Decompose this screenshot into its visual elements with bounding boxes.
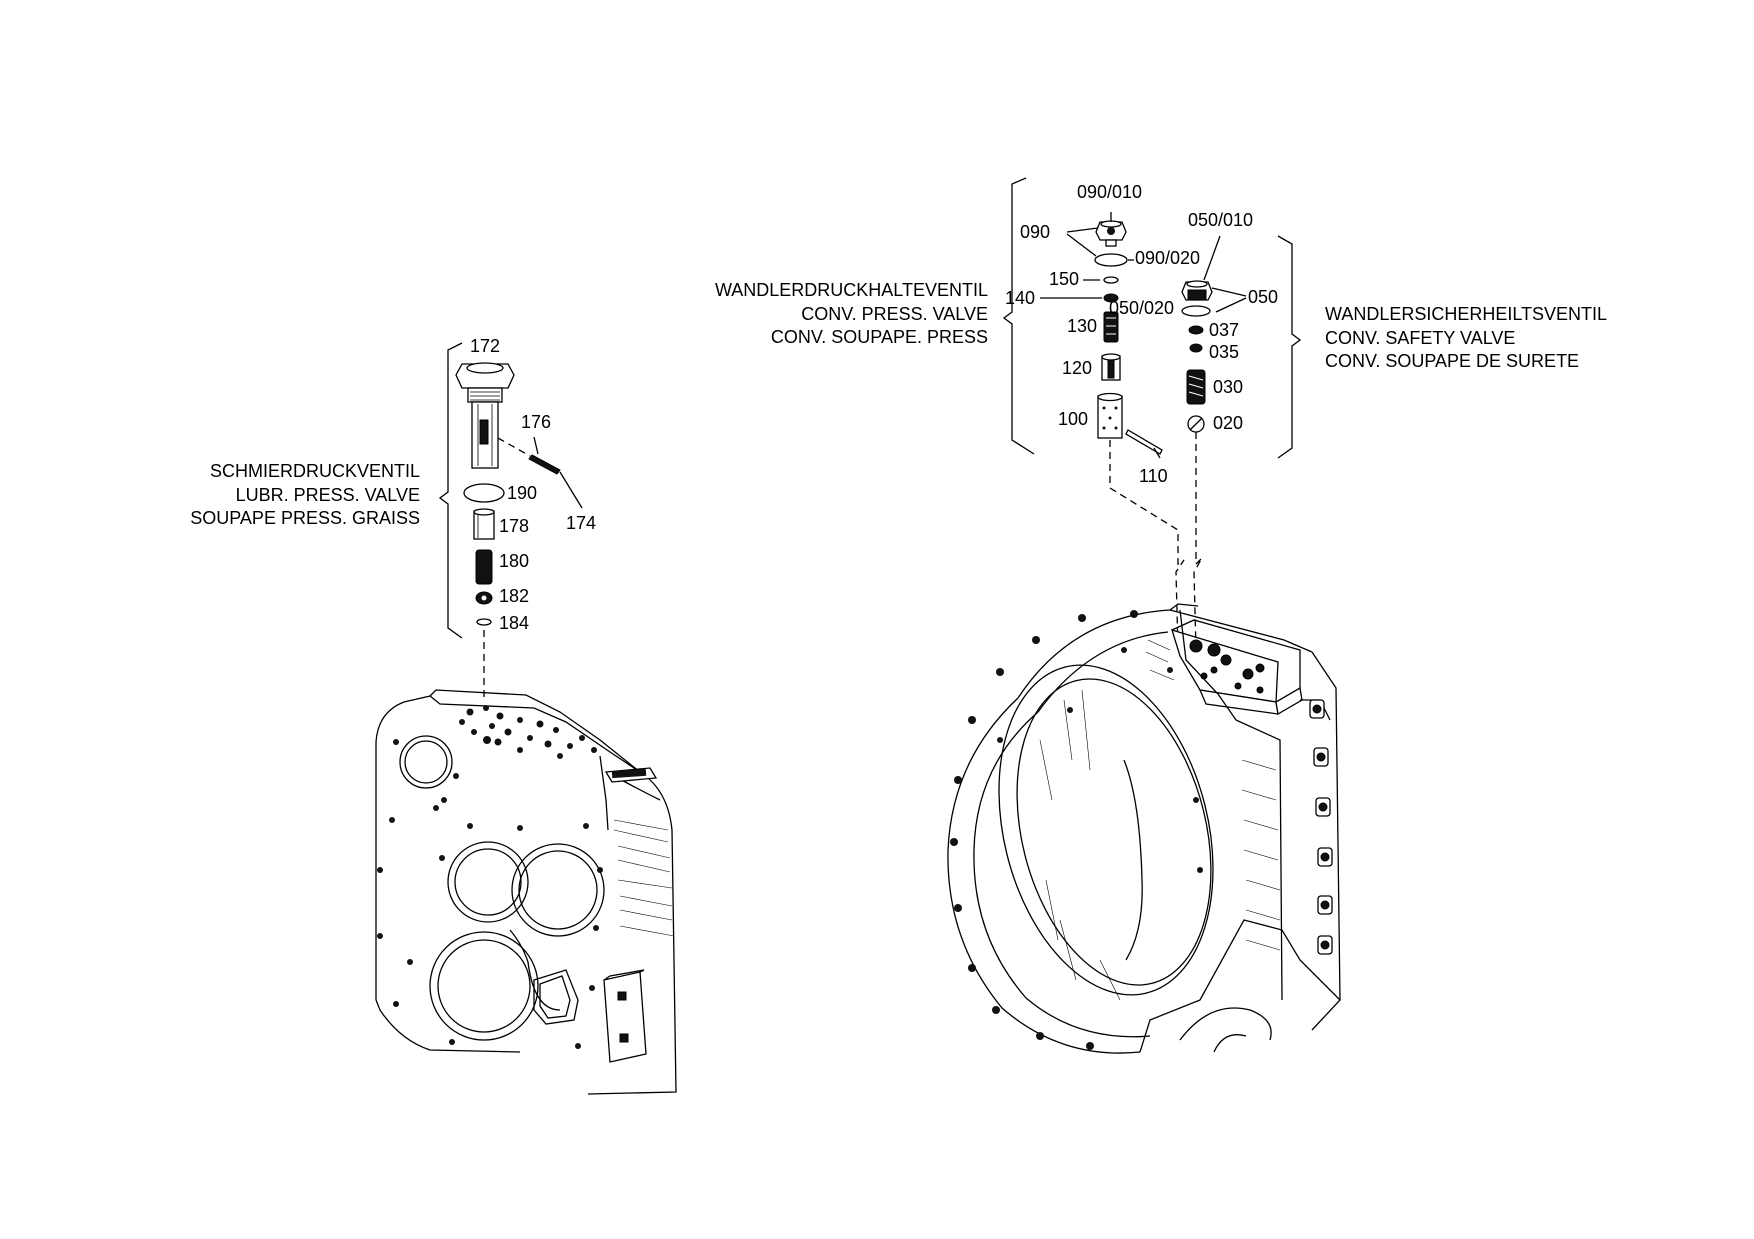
callout-184: 184 [499, 613, 530, 633]
conv-press-valve-bracket [1002, 177, 1035, 455]
part-050-020-o-ring [1181, 305, 1211, 317]
callout-037: 037 [1209, 320, 1240, 340]
callout-090: 090 [1020, 222, 1051, 242]
callout-110: 110 [1139, 466, 1168, 486]
part-182-nut [475, 591, 493, 605]
part-120-piston [1101, 353, 1121, 381]
callout-176: 176 [521, 412, 552, 432]
part-050-plug [1181, 235, 1247, 313]
conv-safety-valve-bracket [1277, 235, 1302, 459]
conv-safety-title-fr: CONV. SOUPAPE DE SURETE [1325, 351, 1580, 371]
lubr-valve-title: SCHMIERDRUCKVENTIL LUBR. PRESS. VALVE SO… [150, 460, 420, 531]
callout-130: 130 [1067, 316, 1098, 336]
part-178-piston [473, 508, 495, 540]
conv-safety-valve-title: WANDLERSICHERHEILTSVENTIL CONV. SAFETY V… [1325, 303, 1607, 374]
callout-172: 172 [470, 336, 501, 356]
conv-safety-title-de: WANDLERSICHERHEILTSVENTIL [1325, 304, 1608, 324]
part-110-pin [1125, 429, 1163, 459]
right-converter-housing [947, 603, 1341, 1054]
left-transmission-housing [375, 689, 677, 1095]
lubr-title-fr: SOUPAPE PRESS. GRAISS [190, 508, 420, 528]
callout-030: 030 [1213, 377, 1244, 397]
callout-174: 174 [566, 513, 597, 533]
conv-press-title-fr: CONV. SOUPAPE. PRESS [770, 327, 988, 347]
lubr-title-en: LUBR. PRESS. VALVE [235, 484, 420, 505]
callout-182: 182 [499, 586, 530, 606]
part-090-020-o-ring [1094, 253, 1134, 267]
part-184-ring [476, 618, 492, 626]
callout-178: 178 [499, 516, 530, 536]
callout-150: 150 [1049, 269, 1080, 289]
part-090-plug [1066, 212, 1127, 257]
part-020-ball [1187, 415, 1205, 433]
conv-press-title-en: CONV. PRESS. VALVE [801, 303, 988, 324]
callout-020: 020 [1213, 413, 1244, 433]
callout-190: 190 [507, 483, 538, 503]
callout-050-010: 050/010 [1188, 210, 1254, 230]
part-035-disc [1189, 343, 1203, 353]
callout-100: 100 [1058, 409, 1089, 429]
center-assembly-lines [1109, 432, 1203, 651]
part-180-spring [475, 549, 493, 585]
lubr-title-de: SCHMIERDRUCKVENTIL [209, 461, 420, 481]
conv-press-title-de: WANDLERDRUCKHALTEVENTIL [714, 280, 988, 300]
part-150-ring [1083, 276, 1119, 284]
part-130-spring [1103, 311, 1119, 343]
part-100-sleeve [1097, 392, 1123, 439]
callout-035: 035 [1209, 342, 1240, 362]
callout-140: 140 [1005, 288, 1036, 308]
conv-press-valve-title: WANDLERDRUCKHALTEVENTIL CONV. PRESS. VAL… [640, 279, 988, 350]
conv-safety-title-en: CONV. SAFETY VALVE [1325, 327, 1516, 348]
callout-050-020: 050/020 [1109, 298, 1175, 318]
lubr-valve-bracket [438, 342, 463, 639]
callout-120: 120 [1062, 358, 1093, 378]
part-140-disc [1040, 293, 1119, 303]
part-030-spring [1186, 369, 1206, 405]
callout-090-020: 090/020 [1135, 248, 1201, 268]
part-037-ring [1188, 325, 1204, 335]
part-176-pin [497, 436, 583, 509]
callout-050: 050 [1248, 287, 1279, 307]
callout-090-010: 090/010 [1077, 182, 1143, 202]
part-190-o-ring [463, 483, 505, 503]
part-172-valve-body [455, 362, 515, 469]
callout-180: 180 [499, 551, 530, 571]
